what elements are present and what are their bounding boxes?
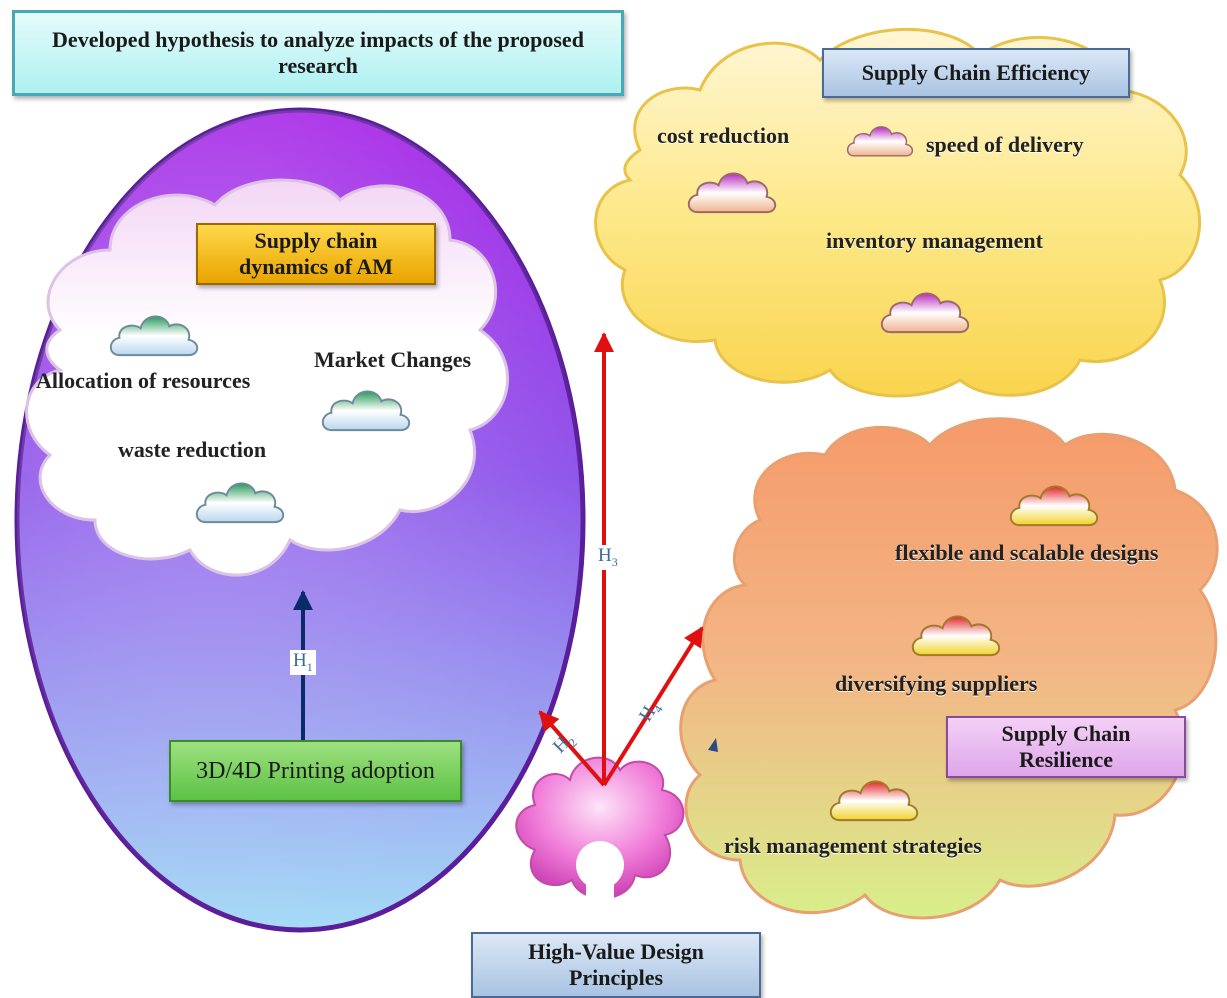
h4-tail-marker [708, 738, 718, 752]
efficiency-cloud [594, 27, 1202, 398]
h3-label: H3 [595, 545, 621, 570]
h4-arrow [602, 626, 704, 787]
flexible-designs-label: flexible and scalable designs [895, 540, 1159, 565]
efficiency-heading: Supply Chain Efficiency [861, 60, 1091, 85]
resilience-heading: Supply Chain Resilience [1001, 721, 1131, 772]
cost-reduction-label: cost reduction [657, 123, 790, 148]
design-principles-box: High-Value Design Principles [471, 932, 761, 998]
dynamics-heading-box: Supply chain dynamics of AM [196, 223, 436, 285]
h1-label: H1 [290, 650, 316, 675]
market-label: Market Changes [314, 347, 472, 372]
resilience-cloud [679, 417, 1219, 920]
design-cloud-core [576, 841, 624, 889]
diversifying-suppliers-label: diversifying suppliers [835, 671, 1038, 696]
design-principles-text: High-Value Design Principles [528, 939, 704, 990]
resilience-heading-box: Supply Chain Resilience [946, 716, 1186, 778]
title-text: Developed hypothesis to analyze impacts … [52, 27, 584, 78]
efficiency-heading-box: Supply Chain Efficiency [822, 48, 1130, 98]
printing-adoption-box: 3D/4D Printing adoption [169, 740, 462, 802]
printing-adoption-text: 3D/4D Printing adoption [196, 758, 435, 784]
inventory-management-label: inventory management [826, 228, 1043, 253]
h2-arrow [538, 710, 606, 787]
dynamics-heading: Supply chain dynamics of AM [239, 228, 393, 279]
allocation-label: Allocation of resources [36, 368, 251, 393]
waste-label: waste reduction [118, 437, 267, 462]
risk-management-label: risk management strategies [724, 833, 982, 858]
title-box: Developed hypothesis to analyze impacts … [12, 10, 624, 96]
speed-of-delivery-label: speed of delivery [926, 132, 1084, 157]
